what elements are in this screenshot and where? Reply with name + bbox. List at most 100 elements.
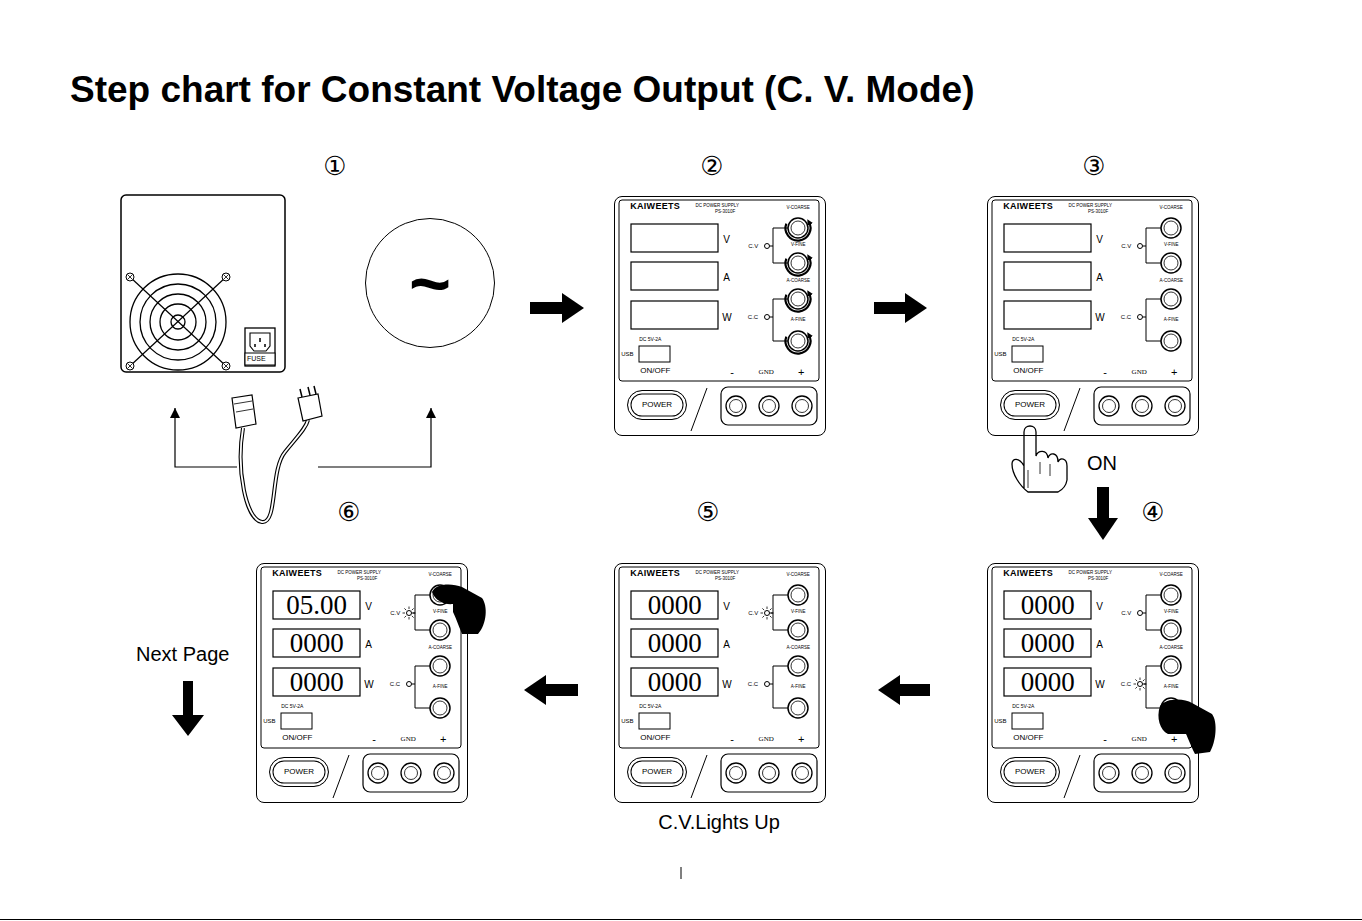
binding-post-hole (1169, 400, 1182, 413)
control-knob (1161, 698, 1181, 718)
display-window (631, 668, 718, 696)
panel-label: W (722, 313, 731, 323)
panel-label: PS-3010F (1088, 210, 1108, 215)
binding-post-hole (796, 767, 809, 780)
binding-post (1132, 396, 1152, 416)
panel-label: W (1095, 680, 1104, 690)
status-led (407, 682, 412, 687)
knob-cap (433, 701, 447, 715)
screw (222, 362, 230, 370)
power-button: POWER (1000, 390, 1060, 420)
step-number: ④ (1141, 499, 1164, 525)
control-knob (1161, 585, 1181, 605)
control-knob (1161, 218, 1181, 238)
power-cord (241, 420, 308, 522)
panel-label: V-COARSE (1160, 206, 1183, 211)
brand-name: KAIWEETS (630, 202, 680, 211)
panel-label: V-FINE (1164, 243, 1179, 248)
binding-post (1165, 763, 1185, 783)
panel-label: C.C (390, 681, 400, 687)
turn-arrow (786, 293, 811, 312)
turning-hand (1158, 700, 1215, 754)
control-knob (788, 620, 808, 640)
panel-face (986, 195, 1198, 435)
display-window (1004, 591, 1091, 619)
fan-guard-ring (140, 284, 216, 360)
fan-guard-ring (171, 315, 185, 329)
panel-label: PS-3010F (1088, 577, 1108, 582)
display-window (631, 301, 718, 329)
knob-cap (1164, 659, 1178, 673)
control-knob (788, 253, 808, 273)
knob-cap (791, 256, 805, 270)
binding-post (1099, 763, 1119, 783)
panel-label: DC 5V-2A (281, 704, 303, 709)
usb-port (1012, 346, 1043, 362)
display-reading: 0000 (648, 629, 702, 657)
power-inlet (245, 328, 275, 366)
knob-cap (1164, 334, 1178, 348)
display-readout: 0000 (1004, 668, 1091, 696)
panel-label: A-COARSE (1159, 646, 1183, 651)
leader-arrow (175, 408, 237, 467)
panel-label: GND (1132, 736, 1147, 743)
control-knob (788, 698, 808, 718)
panel-label: V-COARSE (429, 573, 452, 578)
annotation: Next Page (136, 644, 229, 664)
panel-label: V-COARSE (787, 573, 810, 578)
knob-cap (433, 659, 447, 673)
step-arrow (546, 684, 578, 696)
panel-label: DC 5V-2A (1012, 704, 1034, 709)
panel-label: V (723, 235, 730, 245)
control-knob (430, 698, 450, 718)
display-reading: 05.00 (286, 591, 347, 619)
panel-label: A (723, 273, 730, 283)
display-window (631, 591, 718, 619)
binding-post-hole (730, 400, 743, 413)
screw (126, 362, 134, 370)
front-face (619, 200, 819, 381)
binding-post (1099, 396, 1119, 416)
fan-guard-ring (150, 294, 206, 350)
binding-post (726, 763, 746, 783)
annotation: C.V.Lights Up (658, 812, 780, 832)
mode-bracket (770, 299, 789, 341)
display-window (1004, 629, 1091, 657)
panel-label: A-FINE (1164, 318, 1179, 323)
panel-label: PS-3010F (715, 577, 735, 582)
status-led (1138, 244, 1143, 249)
brand-name: KAIWEETS (1003, 569, 1053, 578)
turn-arrow (786, 222, 811, 241)
binding-post-hole (1136, 767, 1149, 780)
panel-label: PS-3010F (715, 210, 735, 215)
binding-post-hole (730, 767, 743, 780)
power-supply-panel: KAIWEETSDC POWER SUPPLYPS-3010FVAWC.VC.C… (987, 196, 1199, 436)
power-button: POWER (627, 390, 687, 420)
terminal-block (721, 754, 817, 792)
panel-label: + (1171, 367, 1177, 378)
control-knob (430, 620, 450, 640)
panel-label: ON/OFF (282, 734, 312, 742)
panel-label: USB (621, 718, 633, 724)
mode-bracket (412, 595, 431, 630)
panel-label: A-FINE (791, 318, 806, 323)
panel-label: W (722, 680, 731, 690)
panel-label: V-COARSE (1160, 573, 1183, 578)
knob-cap (1164, 623, 1178, 637)
panel-label: A-COARSE (786, 279, 810, 284)
step-number: ③ (1082, 153, 1105, 179)
binding-post (434, 763, 454, 783)
panel-label: W (1095, 313, 1104, 323)
panel-label: + (440, 734, 446, 745)
leader-arrow (318, 408, 431, 467)
display-reading: 0000 (1021, 591, 1075, 619)
status-led (407, 611, 412, 616)
panel-label: ON/OFF (1013, 367, 1043, 375)
panel-label: A (723, 640, 730, 650)
panel-label: A-FINE (433, 685, 448, 690)
plug-ridges (234, 401, 253, 412)
screw (126, 273, 134, 281)
display-window (631, 224, 718, 252)
turn-arrow (786, 257, 811, 276)
display-reading: 0000 (1021, 668, 1075, 696)
